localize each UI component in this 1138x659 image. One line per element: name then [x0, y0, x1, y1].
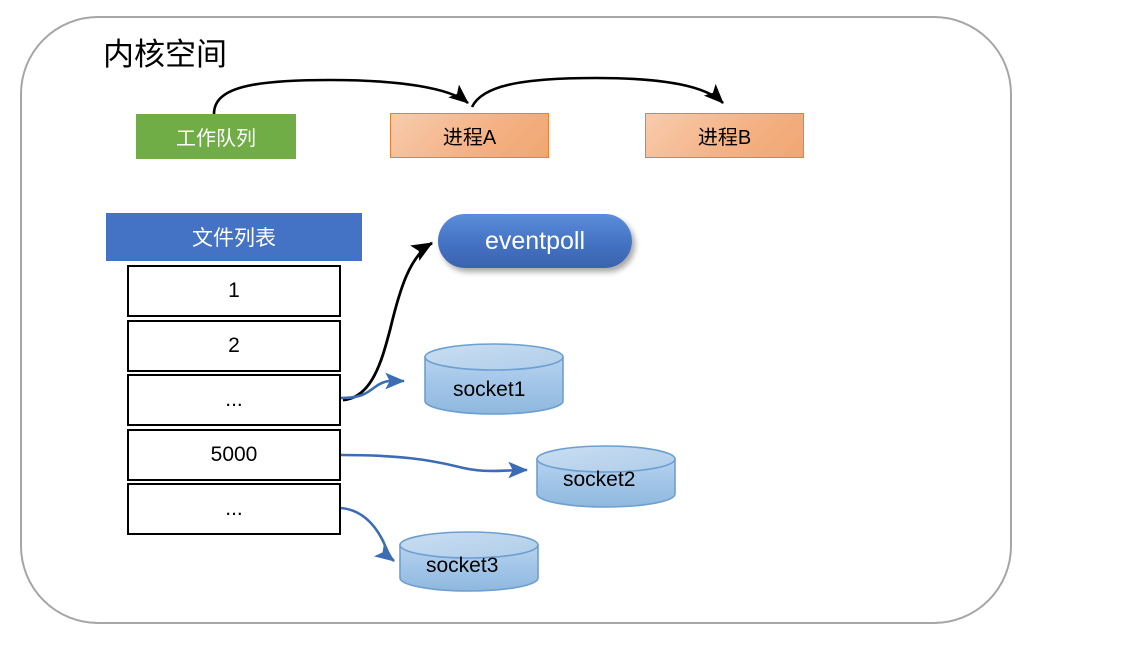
eventpoll-label: eventpoll [484, 226, 586, 255]
kernel-space-title: 内核空间 [103, 37, 227, 72]
file-list-row[interactable]: ... [127, 374, 341, 426]
file-list-row-label: 5000 [210, 443, 258, 466]
workqueue-node[interactable]: 工作队列 [136, 114, 296, 159]
edge-workqueue-to-process-a [212, 78, 469, 115]
edge-file-list-to-socket1 [340, 372, 406, 400]
file-list-row[interactable]: ... [127, 483, 341, 535]
file-list-row[interactable]: 1 [127, 265, 341, 317]
file-list-row-label: 2 [228, 334, 240, 357]
file-list-header: 文件列表 [106, 213, 362, 261]
file-list-row[interactable]: 2 [127, 320, 341, 372]
edge-file-list-to-eventpoll [342, 241, 433, 402]
file-list-row-label: ... [225, 388, 243, 411]
workqueue-label: 工作队列 [176, 128, 256, 150]
process-a-node[interactable]: 进程A [390, 113, 549, 158]
process-b-label: 进程B [697, 127, 752, 149]
file-list-row-label: 1 [228, 279, 240, 302]
process-a-label: 进程A [442, 127, 497, 149]
file-list-header-label: 文件列表 [192, 227, 276, 250]
file-list-row[interactable]: 5000 [127, 429, 341, 481]
eventpoll-node[interactable]: eventpoll [438, 214, 632, 268]
process-b-node[interactable]: 进程B [645, 113, 804, 158]
socket3-label: socket3 [426, 554, 499, 577]
socket2-label: socket2 [563, 468, 636, 491]
edge-file-list-to-socket2 [340, 453, 529, 479]
edge-process-a-to-process-b [470, 76, 724, 108]
file-list-row-label: ... [225, 497, 243, 520]
socket1-label: socket1 [453, 378, 526, 401]
edge-file-list-to-socket3 [340, 506, 395, 563]
kernel-space-container [20, 16, 1012, 624]
